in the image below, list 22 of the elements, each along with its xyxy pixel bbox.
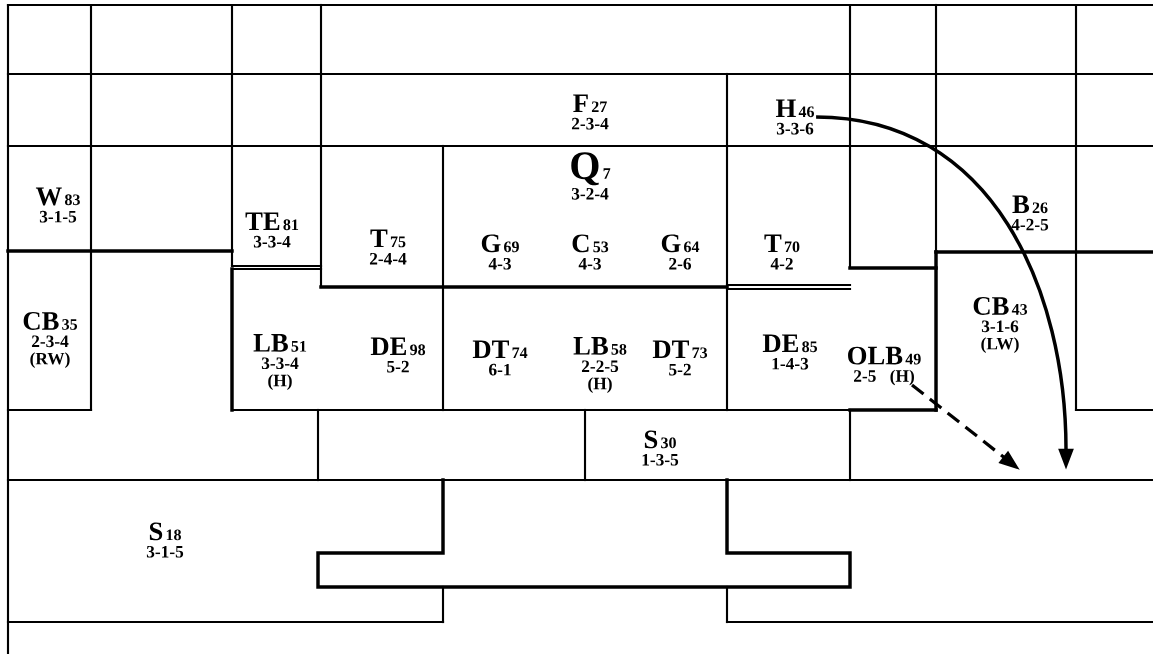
player-label: C 53 4-3	[572, 234, 609, 270]
player-label: DT73 5-2	[652, 340, 708, 376]
player-label: LB51 3-3-4 (H)	[253, 334, 307, 390]
player-label: CB35 2-3-4 (RW)	[23, 312, 78, 368]
player-label: Q 7 3-2-4	[571, 152, 611, 200]
player-label: LB58 2-2-5 (H)	[573, 337, 627, 393]
player-label: S 30 1-3-5	[642, 430, 679, 466]
player-label: CB43 3-1-6 (LW)	[973, 297, 1028, 353]
player-label: TE81 3-3-4	[245, 212, 299, 248]
player-label: B26 4-2-5	[1011, 195, 1049, 231]
player-label: DE 98 5-2	[370, 337, 426, 373]
player-label: DE 85 1-4-3	[762, 334, 818, 370]
player-label: S 18 3-1-5	[146, 522, 184, 558]
player-label: F 27 2-3-4	[571, 94, 609, 130]
player-label: G69 4-3	[481, 234, 519, 270]
player-label: OLB49 2-5 (H)	[848, 346, 921, 386]
player-label: G64 2-6	[661, 234, 700, 270]
player-label: DT74 6-1	[472, 340, 528, 376]
player-label: W83 3-1-5	[35, 187, 80, 223]
player-label: T75 2-4-4	[369, 229, 407, 265]
player-label: T70 4-2	[764, 234, 800, 270]
player-label: H46 3-3-6	[776, 99, 814, 135]
